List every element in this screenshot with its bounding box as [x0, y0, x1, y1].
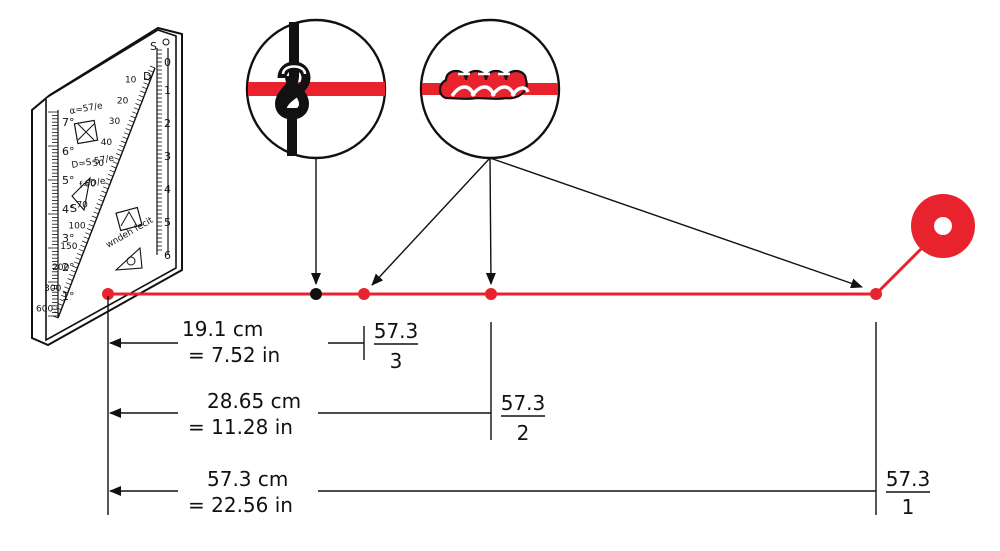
measure-half-inch: = 11.28 in — [188, 415, 293, 439]
plate-diag-scale-label: 100 — [68, 221, 85, 231]
plate-degree-label: 2° — [62, 261, 75, 274]
plate-degree-label: 1° — [62, 290, 75, 303]
plate-diag-scale-label: 150 — [60, 242, 77, 252]
plate-diag-scale-label: 40 — [101, 138, 113, 148]
measuring-plate-icon — [31, 26, 183, 347]
plate-diag-scale-label: 50 — [93, 159, 105, 169]
plate-degree-label: 3° — [62, 232, 75, 245]
fraction-full-numerator: 57.3 — [886, 467, 931, 491]
fraction-full-denominator: 1 — [902, 495, 915, 519]
pointer-arrows — [311, 157, 863, 289]
plate-diag-scale-label: 60 — [85, 180, 97, 190]
target-disc-icon — [911, 194, 975, 258]
plate-s-label: S — [70, 202, 77, 215]
plate-right-scale-label: 6 — [164, 249, 171, 262]
plate-degree-label: 4° — [62, 203, 75, 216]
plate-diag-scale-label: 20 — [117, 96, 129, 106]
measuring-rope — [108, 246, 924, 296]
plate-degree-label: 6° — [62, 145, 75, 158]
plate-right-scale-label: 4 — [164, 183, 171, 196]
plate-diag-scale-label: 70 — [76, 200, 88, 210]
plate-diag-scale-label: 30 — [109, 117, 121, 127]
measure-half-cm: 28.65 cm — [207, 389, 301, 413]
fraction-third-numerator: 57.3 — [374, 319, 419, 343]
rope-start-point — [102, 288, 114, 300]
plate-formula-low: f=D/e — [79, 176, 107, 190]
fraction-half-numerator: 57.3 — [501, 391, 546, 415]
measure-third-inch: = 7.52 in — [188, 343, 280, 367]
measure-third-cm: 19.1 cm — [182, 317, 263, 341]
chain-knot-icon — [419, 18, 561, 160]
measure-full-inch: = 22.56 in — [188, 493, 293, 517]
plate-right-scale-label: 3 — [164, 150, 171, 163]
plate-diag-scale-label: 600 — [36, 305, 53, 315]
plate-degree-label: 7° — [62, 116, 75, 129]
plate-right-scale-label: 1 — [164, 84, 171, 97]
plate-diag-scale-label: 200 — [52, 263, 69, 273]
knot-point-half — [485, 288, 497, 300]
plate-right-scale-label: 2 — [164, 117, 171, 130]
plate-top-zero: 0 — [164, 56, 171, 69]
measure-full-cm: 57.3 cm — [207, 467, 288, 491]
rope-end-point — [870, 288, 882, 300]
fraction-third-denominator: 3 — [390, 349, 403, 373]
plate-diag-scale-label: 300 — [44, 284, 61, 294]
single-knot-icon — [245, 18, 387, 160]
knot-point-black — [310, 288, 322, 300]
dimension-lines — [107, 296, 877, 515]
plate-right-scale-label: 5 — [164, 216, 171, 229]
knot-point-third — [358, 288, 370, 300]
plate-diag-scale-label: 10 — [125, 75, 137, 85]
plate-degree-label: 5° — [62, 174, 75, 187]
fraction-half-denominator: 2 — [517, 421, 530, 445]
plate-top-s: S — [150, 40, 157, 53]
plate-d-label: D — [143, 70, 151, 83]
